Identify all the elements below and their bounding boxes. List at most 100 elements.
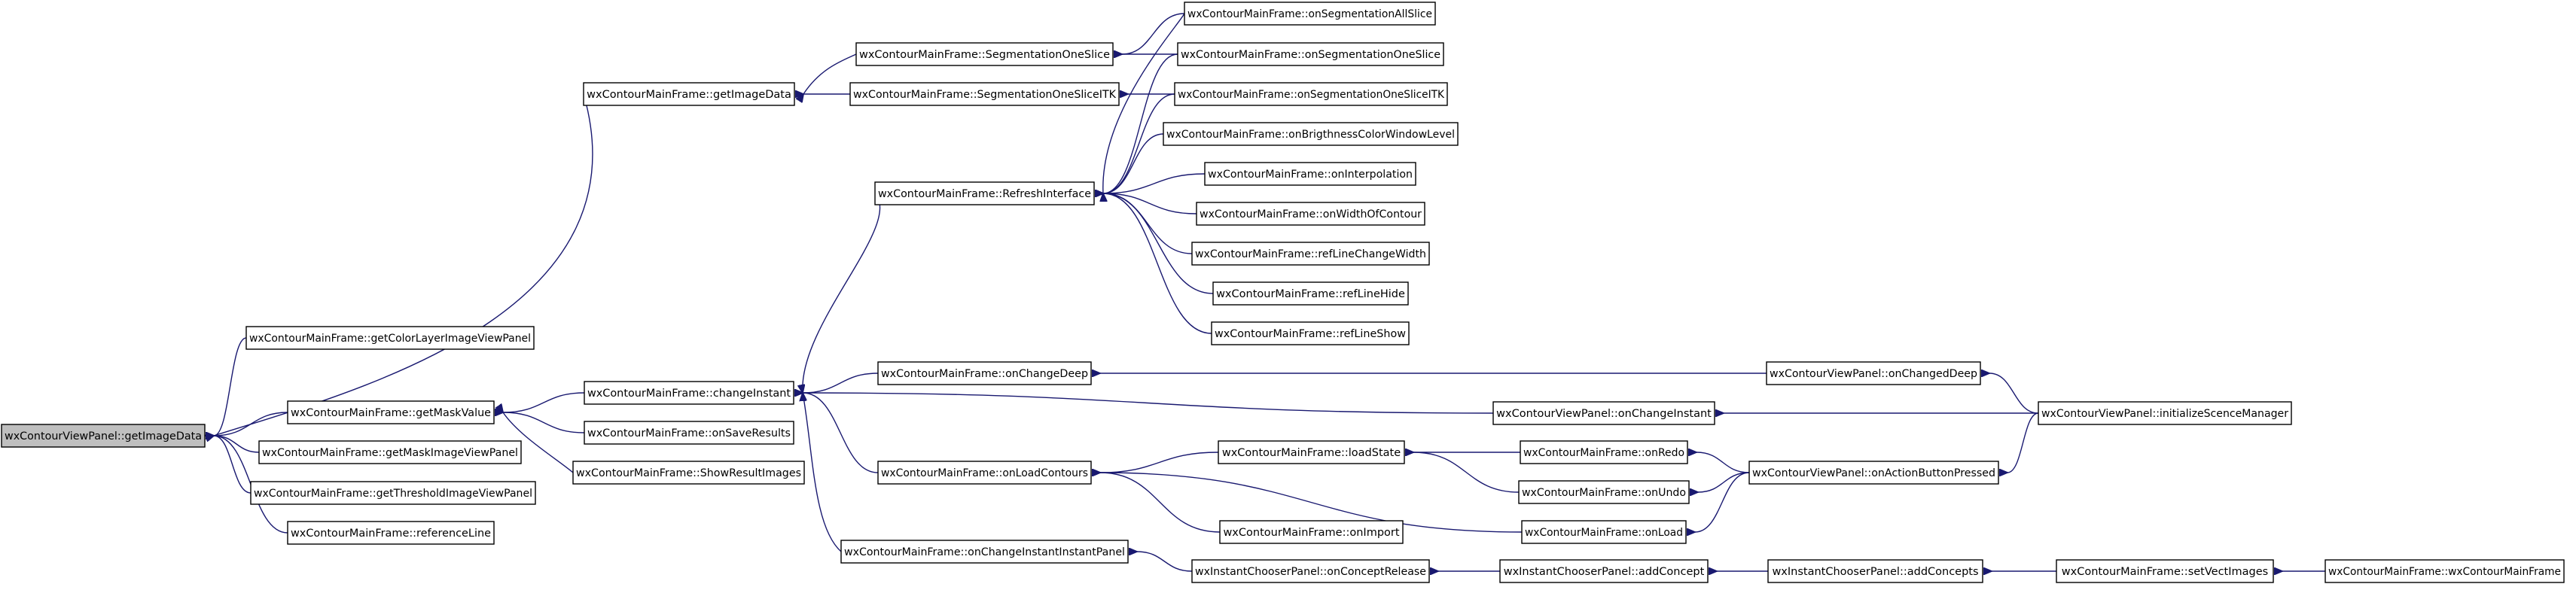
node-label: wxInstantChooserPanel::onConceptRelease [1195, 566, 1426, 578]
edge-n12-n21 [1103, 193, 1197, 214]
node-wxcontourmainframe-segmentationonesliceitk[interactable]: wxContourMainFrame::SegmentationOneSlice… [849, 82, 1120, 106]
node-wxcontourmainframe-loadstate[interactable]: wxContourMainFrame::loadState [1218, 440, 1405, 464]
node-wxinstantchooserpanel-onconceptrelease[interactable]: wxInstantChooserPanel::onConceptRelease [1191, 559, 1430, 583]
node-box[interactable] [258, 440, 522, 464]
node-box[interactable] [2038, 401, 2292, 425]
node-box[interactable] [1518, 480, 1690, 504]
node-wxinstantchooserpanel-addconcept[interactable]: wxInstantChooserPanel::addConcept [1499, 559, 1709, 583]
node-box[interactable] [1191, 559, 1430, 583]
node-box[interactable] [250, 481, 536, 505]
node-wxcontourmainframe-onwidthofcontour[interactable]: wxContourMainFrame::onWidthOfContour [1196, 202, 1425, 226]
node-wxcontourmainframe-getimagedata[interactable]: wxContourMainFrame::getImageData [583, 82, 795, 106]
node-wxcontourmainframe-onsegmentationonesliceitk[interactable]: wxContourMainFrame::onSegmentationOneSli… [1174, 82, 1448, 106]
edge-n12-n17 [1103, 53, 1178, 193]
node-box[interactable] [1211, 321, 1410, 345]
node-wxcontourmainframe-showresultimages[interactable]: wxContourMainFrame::ShowResultImages [572, 461, 805, 485]
node-wxcontourviewpanel-onchangeddeep[interactable]: wxContourViewPanel::onChangedDeep [1766, 361, 1981, 385]
node-wxcontourmainframe-onloadcontours[interactable]: wxContourMainFrame::onLoadContours [877, 461, 1092, 485]
node-label: wxContourMainFrame::getMaskImageViewPane… [262, 447, 518, 459]
node-label: wxContourViewPanel::onChangedDeep [1770, 368, 1977, 380]
node-box[interactable] [1748, 461, 1999, 485]
node-box[interactable] [877, 361, 1092, 385]
node-box[interactable] [1521, 520, 1687, 544]
node-box[interactable] [1219, 520, 1404, 544]
node-box[interactable] [1212, 281, 1409, 306]
node-box[interactable] [877, 461, 1092, 485]
edge-n12-n20 [1103, 173, 1206, 193]
node-wxcontourmainframe-referenceline[interactable]: wxContourMainFrame::referenceLine [287, 521, 495, 545]
edge-n28-n31 [1413, 452, 1520, 493]
node-box[interactable] [1499, 559, 1709, 583]
node-wxcontourmainframe-onload[interactable]: wxContourMainFrame::onLoad [1521, 520, 1687, 544]
node-wxcontourmainframe-reflinechangewidth[interactable]: wxContourMainFrame::refLineChangeWidth [1191, 242, 1430, 266]
node-box[interactable] [1492, 401, 1715, 425]
node-box[interactable] [1520, 440, 1688, 464]
node-box[interactable] [1163, 122, 1459, 146]
focus-node-box[interactable] [1, 424, 206, 448]
edge-n31-n33 [1698, 472, 1750, 492]
node-label: wxContourMainFrame::onUndo [1522, 487, 1686, 499]
node-wxcontourmainframe-setvectimages[interactable]: wxContourMainFrame::setVectImages [2056, 559, 2274, 583]
node-box[interactable] [2056, 559, 2274, 583]
edge-n3-n10 [503, 412, 585, 433]
node-box[interactable] [1767, 559, 1983, 583]
node-wxcontourmainframe-onchangeinstantinstantpanel[interactable]: wxContourMainFrame::onChangeInstantInsta… [840, 540, 1129, 564]
node-label: wxContourMainFrame::getThresholdImageVie… [254, 488, 532, 500]
edge-n7-n16 [1122, 13, 1185, 54]
node-box[interactable] [584, 381, 794, 405]
node-box[interactable] [1196, 202, 1425, 226]
node-box[interactable] [572, 461, 805, 485]
node-label: wxContourMainFrame::ShowResultImages [576, 467, 801, 479]
node-wxcontourmainframe-oninterpolation[interactable]: wxContourMainFrame::onInterpolation [1204, 162, 1416, 186]
node-box[interactable] [584, 421, 794, 445]
edge-n33-n27 [2007, 412, 2039, 473]
node-box[interactable] [1766, 361, 1981, 385]
node-wxcontourmainframe-onsegmentationallslice[interactable]: wxContourMainFrame::onSegmentationAllSli… [1184, 2, 1436, 26]
node-box[interactable] [1204, 162, 1416, 186]
node-wxcontourviewpanel-getimagedata[interactable]: wxContourViewPanel::getImageData [1, 424, 206, 448]
node-wxcontourmainframe-onundo[interactable]: wxContourMainFrame::onUndo [1518, 480, 1690, 504]
node-wxcontourmainframe-getcolorlayerimageviewpanel[interactable]: wxContourMainFrame::getColorLayerImageVi… [245, 326, 535, 350]
edge-layer [214, 13, 2325, 571]
node-box[interactable] [1218, 440, 1405, 464]
node-box[interactable] [1184, 2, 1436, 26]
node-box[interactable] [855, 42, 1114, 66]
node-box[interactable] [2324, 559, 2565, 583]
node-box[interactable] [287, 400, 495, 424]
node-wxcontourmainframe-reflinehide[interactable]: wxContourMainFrame::refLineHide [1212, 281, 1409, 306]
node-wxcontourmainframe-onsegmentationoneslice[interactable]: wxContourMainFrame::onSegmentationOneSli… [1177, 42, 1444, 66]
node-box[interactable] [840, 540, 1129, 564]
node-wxcontourmainframe-changeinstant[interactable]: wxContourMainFrame::changeInstant [584, 381, 794, 405]
node-wxcontourmainframe-onimport[interactable]: wxContourMainFrame::onImport [1219, 520, 1404, 544]
edge-n14-n28 [1100, 452, 1219, 473]
node-wxcontourmainframe-wxcontourmainframe[interactable]: wxContourMainFrame::wxContourMainFrame [2324, 559, 2565, 583]
node-label: wxContourMainFrame::refLineHide [1216, 288, 1405, 300]
edge-n14-n32 [1100, 473, 1523, 533]
node-wxcontourmainframe-refreshinterface[interactable]: wxContourMainFrame::RefreshInterface [874, 181, 1095, 205]
node-wxinstantchooserpanel-addconcepts[interactable]: wxInstantChooserPanel::addConcepts [1767, 559, 1983, 583]
node-wxcontourmainframe-getmaskvalue[interactable]: wxContourMainFrame::getMaskValue [287, 400, 495, 424]
node-wxcontourmainframe-getmaskimageviewpanel[interactable]: wxContourMainFrame::getMaskImageViewPane… [258, 440, 522, 464]
node-wxcontourmainframe-reflineshow[interactable]: wxContourMainFrame::refLineShow [1211, 321, 1410, 345]
node-box[interactable] [1174, 82, 1448, 106]
node-label: wxContourMainFrame::getMaskValue [291, 407, 491, 419]
node-label: wxContourMainFrame::onSegmentationAllSli… [1187, 8, 1432, 20]
node-wxcontourviewpanel-onchangeinstant[interactable]: wxContourViewPanel::onChangeInstant [1492, 401, 1715, 425]
edge-n9-n12 [803, 193, 881, 393]
node-wxcontourmainframe-getthresholdimageviewpanel[interactable]: wxContourMainFrame::getThresholdImageVie… [250, 481, 536, 505]
node-box[interactable] [1177, 42, 1444, 66]
node-wxcontourmainframe-onbrigthnesscolorwindowlevel[interactable]: wxContourMainFrame::onBrigthnessColorWin… [1163, 122, 1459, 146]
node-wxcontourmainframe-segmentationoneslice[interactable]: wxContourMainFrame::SegmentationOneSlice [855, 42, 1114, 66]
node-wxcontourmainframe-onredo[interactable]: wxContourMainFrame::onRedo [1520, 440, 1688, 464]
node-wxcontourviewpanel-onactionbuttonpressed[interactable]: wxContourViewPanel::onActionButtonPresse… [1748, 461, 1999, 485]
node-wxcontourmainframe-onchangedeep[interactable]: wxContourMainFrame::onChangeDeep [877, 361, 1092, 385]
node-box[interactable] [583, 82, 795, 106]
node-box[interactable] [1191, 242, 1430, 266]
node-box[interactable] [287, 521, 495, 545]
node-wxcontourmainframe-onsaveresults[interactable]: wxContourMainFrame::onSaveResults [584, 421, 794, 445]
node-wxcontourviewpanel-initializescencemanager[interactable]: wxContourViewPanel::initializeScenceMana… [2038, 401, 2292, 425]
node-box[interactable] [849, 82, 1120, 106]
node-box[interactable] [245, 326, 535, 350]
node-box[interactable] [874, 181, 1095, 205]
